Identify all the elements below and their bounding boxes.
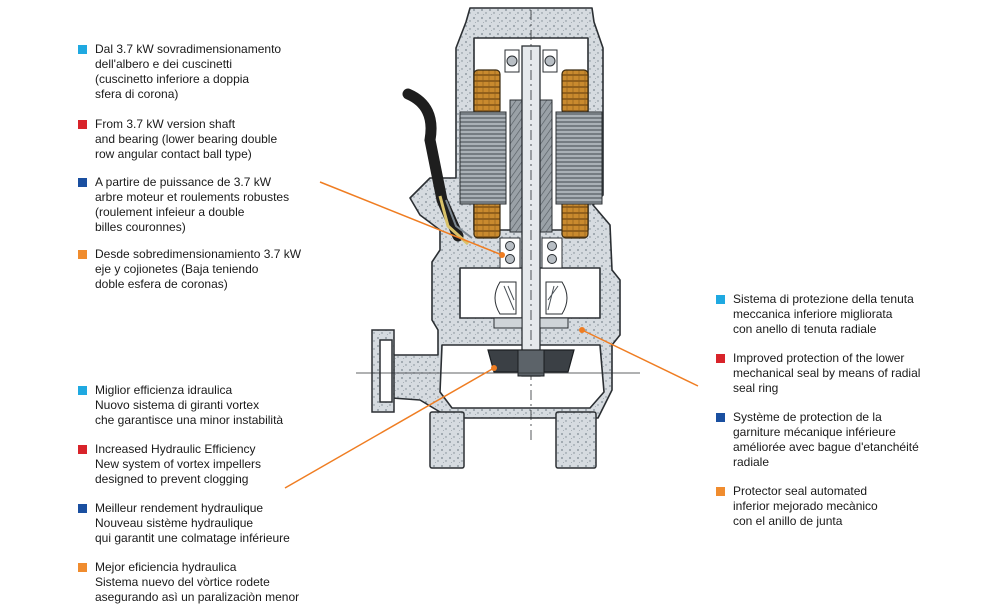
bullet-square: [78, 250, 87, 259]
bullet-square: [716, 295, 725, 304]
note-seal-es: Protector seal automated inferior mejora…: [716, 484, 878, 529]
mechanical-seal: [493, 281, 569, 329]
bullet-square: [78, 120, 87, 129]
bullet-square: [716, 487, 725, 496]
note-hydraulic-fr: Meilleur rendement hydraulique Nouveau s…: [78, 501, 290, 546]
note-text: Mejor eficiencia hydraulica Sistema nuev…: [95, 560, 300, 604]
note-text: A partire de puissance de 3.7 kW arbre m…: [95, 175, 290, 234]
note-text: Sistema di protezione della tenuta mecca…: [733, 292, 914, 336]
stator-windings: [473, 69, 589, 239]
note-text: Desde sobredimensionamiento 3.7 kW eje y…: [95, 247, 302, 291]
note-bearing-es: Desde sobredimensionamiento 3.7 kW eje y…: [78, 247, 301, 292]
upper-bearing: [504, 49, 558, 73]
bullet-square: [78, 563, 87, 572]
note-text: Increased Hydraulic Efficiency New syste…: [95, 442, 262, 486]
stator-core: [459, 111, 603, 205]
bullet-square: [78, 178, 87, 187]
leader-lines: [284, 181, 699, 489]
note-text: From 3.7 kW version shaft and bearing (l…: [95, 117, 278, 161]
bullet-square: [716, 413, 725, 422]
note-seal-it: Sistema di protezione della tenuta mecca…: [716, 292, 914, 337]
note-text: Miglior efficienza idraulica Nuovo siste…: [95, 383, 284, 427]
bullet-square: [78, 386, 87, 395]
note-text: Système de protection de la garniture mé…: [733, 410, 919, 469]
note-hydraulic-es: Mejor eficiencia hydraulica Sistema nuev…: [78, 560, 299, 605]
note-text: Meilleur rendement hydraulique Nouveau s…: [95, 501, 290, 545]
note-text: Dal 3.7 kW sovradimensionamento dell'alb…: [95, 42, 282, 101]
note-bearing-en: From 3.7 kW version shaft and bearing (l…: [78, 117, 277, 162]
leader-dot-bearing: [499, 252, 505, 258]
note-hydraulic-it: Miglior efficienza idraulica Nuovo siste…: [78, 383, 283, 428]
note-hydraulic-en: Increased Hydraulic Efficiency New syste…: [78, 442, 261, 487]
leader-dot-seal: [579, 327, 585, 333]
note-seal-en: Improved protection of the lower mechani…: [716, 351, 920, 396]
bullet-square: [716, 354, 725, 363]
note-text: Improved protection of the lower mechani…: [733, 351, 921, 395]
bullet-square: [78, 45, 87, 54]
discharge-flange: [371, 329, 395, 413]
lower-bearing: [499, 237, 563, 269]
note-text: Protector seal automated inferior mejora…: [733, 484, 878, 528]
note-seal-fr: Système de protection de la garniture mé…: [716, 410, 919, 470]
note-bearing-it: Dal 3.7 kW sovradimensionamento dell'alb…: [78, 42, 281, 102]
pump-feet: [429, 411, 597, 469]
note-bearing-fr: A partire de puissance de 3.7 kW arbre m…: [78, 175, 289, 235]
leader-dot-impeller: [491, 365, 497, 371]
bullet-square: [78, 504, 87, 513]
bullet-square: [78, 445, 87, 454]
